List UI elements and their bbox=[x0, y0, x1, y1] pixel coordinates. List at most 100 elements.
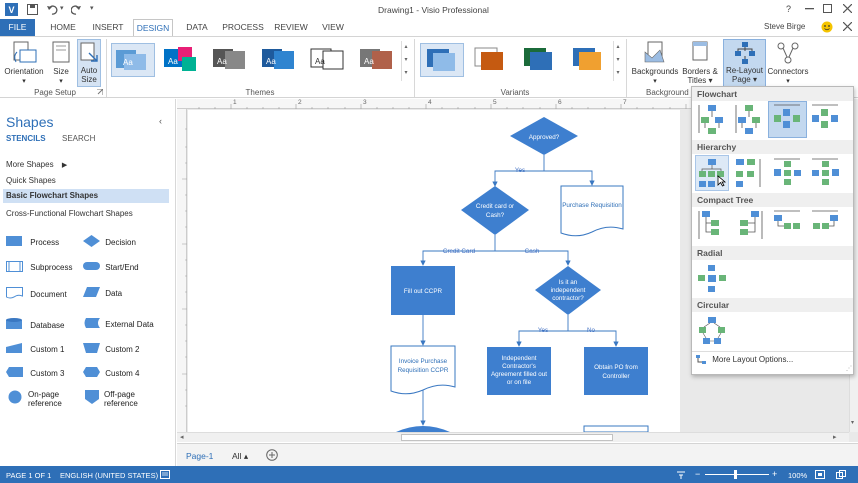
stencil-custom-1[interactable]: Custom 1 bbox=[6, 343, 64, 356]
quick-shapes-item[interactable]: Quick Shapes bbox=[6, 176, 56, 185]
macro-record-icon[interactable] bbox=[160, 470, 170, 479]
independent-contractor-agreement-process[interactable]: Independent Contractor's Agreement fille… bbox=[487, 347, 551, 395]
minimize-icon[interactable] bbox=[805, 8, 814, 11]
variants-scroll[interactable]: ▴▾▾ bbox=[613, 41, 622, 81]
customize-toolbar-icon[interactable]: ▾ bbox=[90, 5, 94, 12]
compact-tree-down-left-layout-icon[interactable] bbox=[734, 209, 764, 241]
zoom-in-icon[interactable]: + bbox=[772, 469, 778, 479]
independent-contractor-decision[interactable]: Is it an independent contractor? bbox=[535, 266, 601, 315]
flowchart-top-to-bottom-layout-icon[interactable] bbox=[697, 103, 727, 135]
theme-thumbnail-6[interactable]: Aa bbox=[356, 43, 400, 77]
scroll-right-icon[interactable]: ▸ bbox=[833, 434, 837, 441]
compact-tree-left-down-layout-icon[interactable] bbox=[810, 209, 840, 241]
maximize-icon[interactable] bbox=[823, 4, 832, 13]
hierarchy-right-to-left-layout-icon[interactable] bbox=[810, 157, 840, 189]
stencil-start-end[interactable]: Start/End bbox=[83, 262, 139, 273]
stencil-custom-4[interactable]: Custom 4 bbox=[83, 367, 139, 380]
credit-or-cash-decision[interactable]: Credit card or Cash? bbox=[461, 186, 529, 235]
undo-dropdown-icon[interactable]: ▾ bbox=[60, 5, 64, 12]
hierarchy-top-to-bottom-center-layout-icon[interactable] bbox=[734, 157, 764, 189]
basic-flowchart-shapes-item[interactable]: Basic Flowchart Shapes bbox=[3, 189, 169, 203]
hierarchy-left-to-right-layout-icon[interactable] bbox=[772, 157, 802, 189]
resize-grip-icon[interactable]: ⋰ bbox=[846, 366, 852, 372]
stencil-database[interactable]: Database bbox=[6, 318, 64, 332]
tab-review[interactable]: REVIEW bbox=[274, 22, 308, 32]
borders-titles-button[interactable]: Borders &Titles ▾ bbox=[680, 39, 720, 87]
purchase-requisition-document[interactable]: Purchase Requisition bbox=[560, 185, 624, 237]
page-number-status[interactable]: PAGE 1 OF 1 bbox=[6, 471, 52, 480]
approved-decision[interactable]: Approved? bbox=[510, 117, 578, 155]
compact-tree-right-down-layout-icon[interactable] bbox=[772, 209, 802, 241]
switch-windows-icon[interactable] bbox=[836, 470, 846, 479]
help-icon[interactable]: ? bbox=[786, 4, 792, 14]
tab-home[interactable]: HOME bbox=[50, 22, 76, 32]
page-tab-page-1[interactable]: Page-1 bbox=[186, 451, 214, 461]
flowchart-bottom-to-top-layout-icon[interactable] bbox=[734, 103, 764, 135]
zoom-out-icon[interactable]: − bbox=[695, 469, 701, 479]
scroll-left-icon[interactable]: ◂ bbox=[180, 434, 184, 441]
undo-icon[interactable] bbox=[46, 4, 58, 15]
size-button[interactable]: Size▾ bbox=[48, 39, 74, 87]
fit-page-icon[interactable] bbox=[676, 470, 686, 479]
stencil-document[interactable]: Document bbox=[6, 287, 67, 301]
language-status[interactable]: ENGLISH (UNITED STATES) bbox=[60, 471, 159, 480]
variant-thumbnail-3[interactable] bbox=[518, 43, 562, 77]
stencil-process[interactable]: Process bbox=[6, 236, 59, 249]
close-icon[interactable] bbox=[843, 4, 852, 13]
tab-insert[interactable]: INSERT bbox=[92, 22, 124, 32]
invoice-purchase-requisition-document[interactable]: Invoice Purchase Requisition CCPR bbox=[390, 345, 456, 395]
theme-thumbnail-5[interactable]: Aa bbox=[307, 43, 351, 77]
obtain-po-process[interactable]: Obtain PO from Controller bbox=[584, 347, 648, 395]
cross-functional-flowchart-item[interactable]: Cross-Functional Flowchart Shapes bbox=[6, 209, 133, 218]
compact-tree-down-right-layout-icon[interactable] bbox=[697, 209, 727, 241]
zoom-slider-thumb[interactable] bbox=[734, 470, 737, 479]
zoom-slider[interactable] bbox=[705, 474, 769, 475]
stencil-decision[interactable]: Decision bbox=[83, 235, 136, 249]
tab-file[interactable]: FILE bbox=[0, 19, 35, 36]
theme-thumbnail-4[interactable]: Aa bbox=[258, 43, 302, 77]
tab-view[interactable]: VIEW bbox=[322, 22, 344, 32]
more-layout-options-item[interactable]: More Layout Options... bbox=[696, 355, 793, 365]
theme-thumbnail-1[interactable]: Aa bbox=[111, 43, 155, 77]
variant-thumbnail-2[interactable] bbox=[469, 43, 513, 77]
close-ribbon-icon[interactable] bbox=[843, 22, 852, 31]
visio-app-icon[interactable]: V bbox=[5, 3, 18, 16]
tab-data[interactable]: DATA bbox=[186, 22, 208, 32]
hierarchy-top-to-bottom-left-layout-icon[interactable] bbox=[697, 157, 727, 189]
smiley-feedback-icon[interactable] bbox=[821, 21, 833, 33]
themes-scroll[interactable]: ▴▾▾ bbox=[401, 41, 410, 81]
tab-process[interactable]: PROCESS bbox=[222, 22, 264, 32]
radial-layout-icon[interactable] bbox=[697, 263, 727, 295]
tab-stencils[interactable]: STENCILS bbox=[6, 134, 46, 143]
user-name[interactable]: Steve Birge bbox=[764, 22, 806, 31]
partial-terminator-shape[interactable] bbox=[396, 426, 450, 432]
connectors-button[interactable]: Connectors▾ bbox=[766, 39, 810, 87]
flowchart-right-to-left-layout-icon[interactable] bbox=[810, 103, 840, 135]
stencil-subprocess[interactable]: Subprocess bbox=[6, 261, 72, 274]
insert-page-icon[interactable] bbox=[266, 449, 278, 461]
flowchart-left-to-right-layout-icon[interactable] bbox=[772, 103, 802, 135]
redo-icon[interactable] bbox=[71, 4, 82, 15]
fill-out-ccpr-process[interactable]: Fill out CCPR bbox=[391, 266, 455, 315]
all-pages-dropdown[interactable]: All ▴ bbox=[232, 451, 249, 461]
page-setup-launcher-icon[interactable] bbox=[97, 89, 103, 95]
variant-thumbnail-4[interactable] bbox=[567, 43, 611, 77]
more-shapes-item[interactable]: More Shapes ▶ bbox=[6, 160, 67, 169]
circular-layout-icon[interactable] bbox=[697, 315, 727, 347]
theme-thumbnail-3[interactable]: Aa bbox=[209, 43, 253, 77]
horizontal-scrollbar[interactable]: ◂ ▸ bbox=[177, 432, 849, 442]
stencil-external-data[interactable]: External Data bbox=[83, 318, 154, 331]
save-icon[interactable] bbox=[27, 4, 38, 15]
horizontal-scroll-thumb[interactable] bbox=[401, 434, 613, 441]
tab-search[interactable]: SEARCH bbox=[62, 134, 96, 143]
collapse-pane-icon[interactable]: ‹ bbox=[159, 116, 162, 126]
stencil-custom-2[interactable]: Custom 2 bbox=[83, 343, 139, 356]
zoom-level[interactable]: 100% bbox=[788, 471, 808, 480]
variant-thumbnail-1[interactable] bbox=[420, 43, 464, 77]
tab-design[interactable]: DESIGN bbox=[133, 19, 173, 37]
fit-to-window-icon[interactable] bbox=[815, 470, 825, 479]
